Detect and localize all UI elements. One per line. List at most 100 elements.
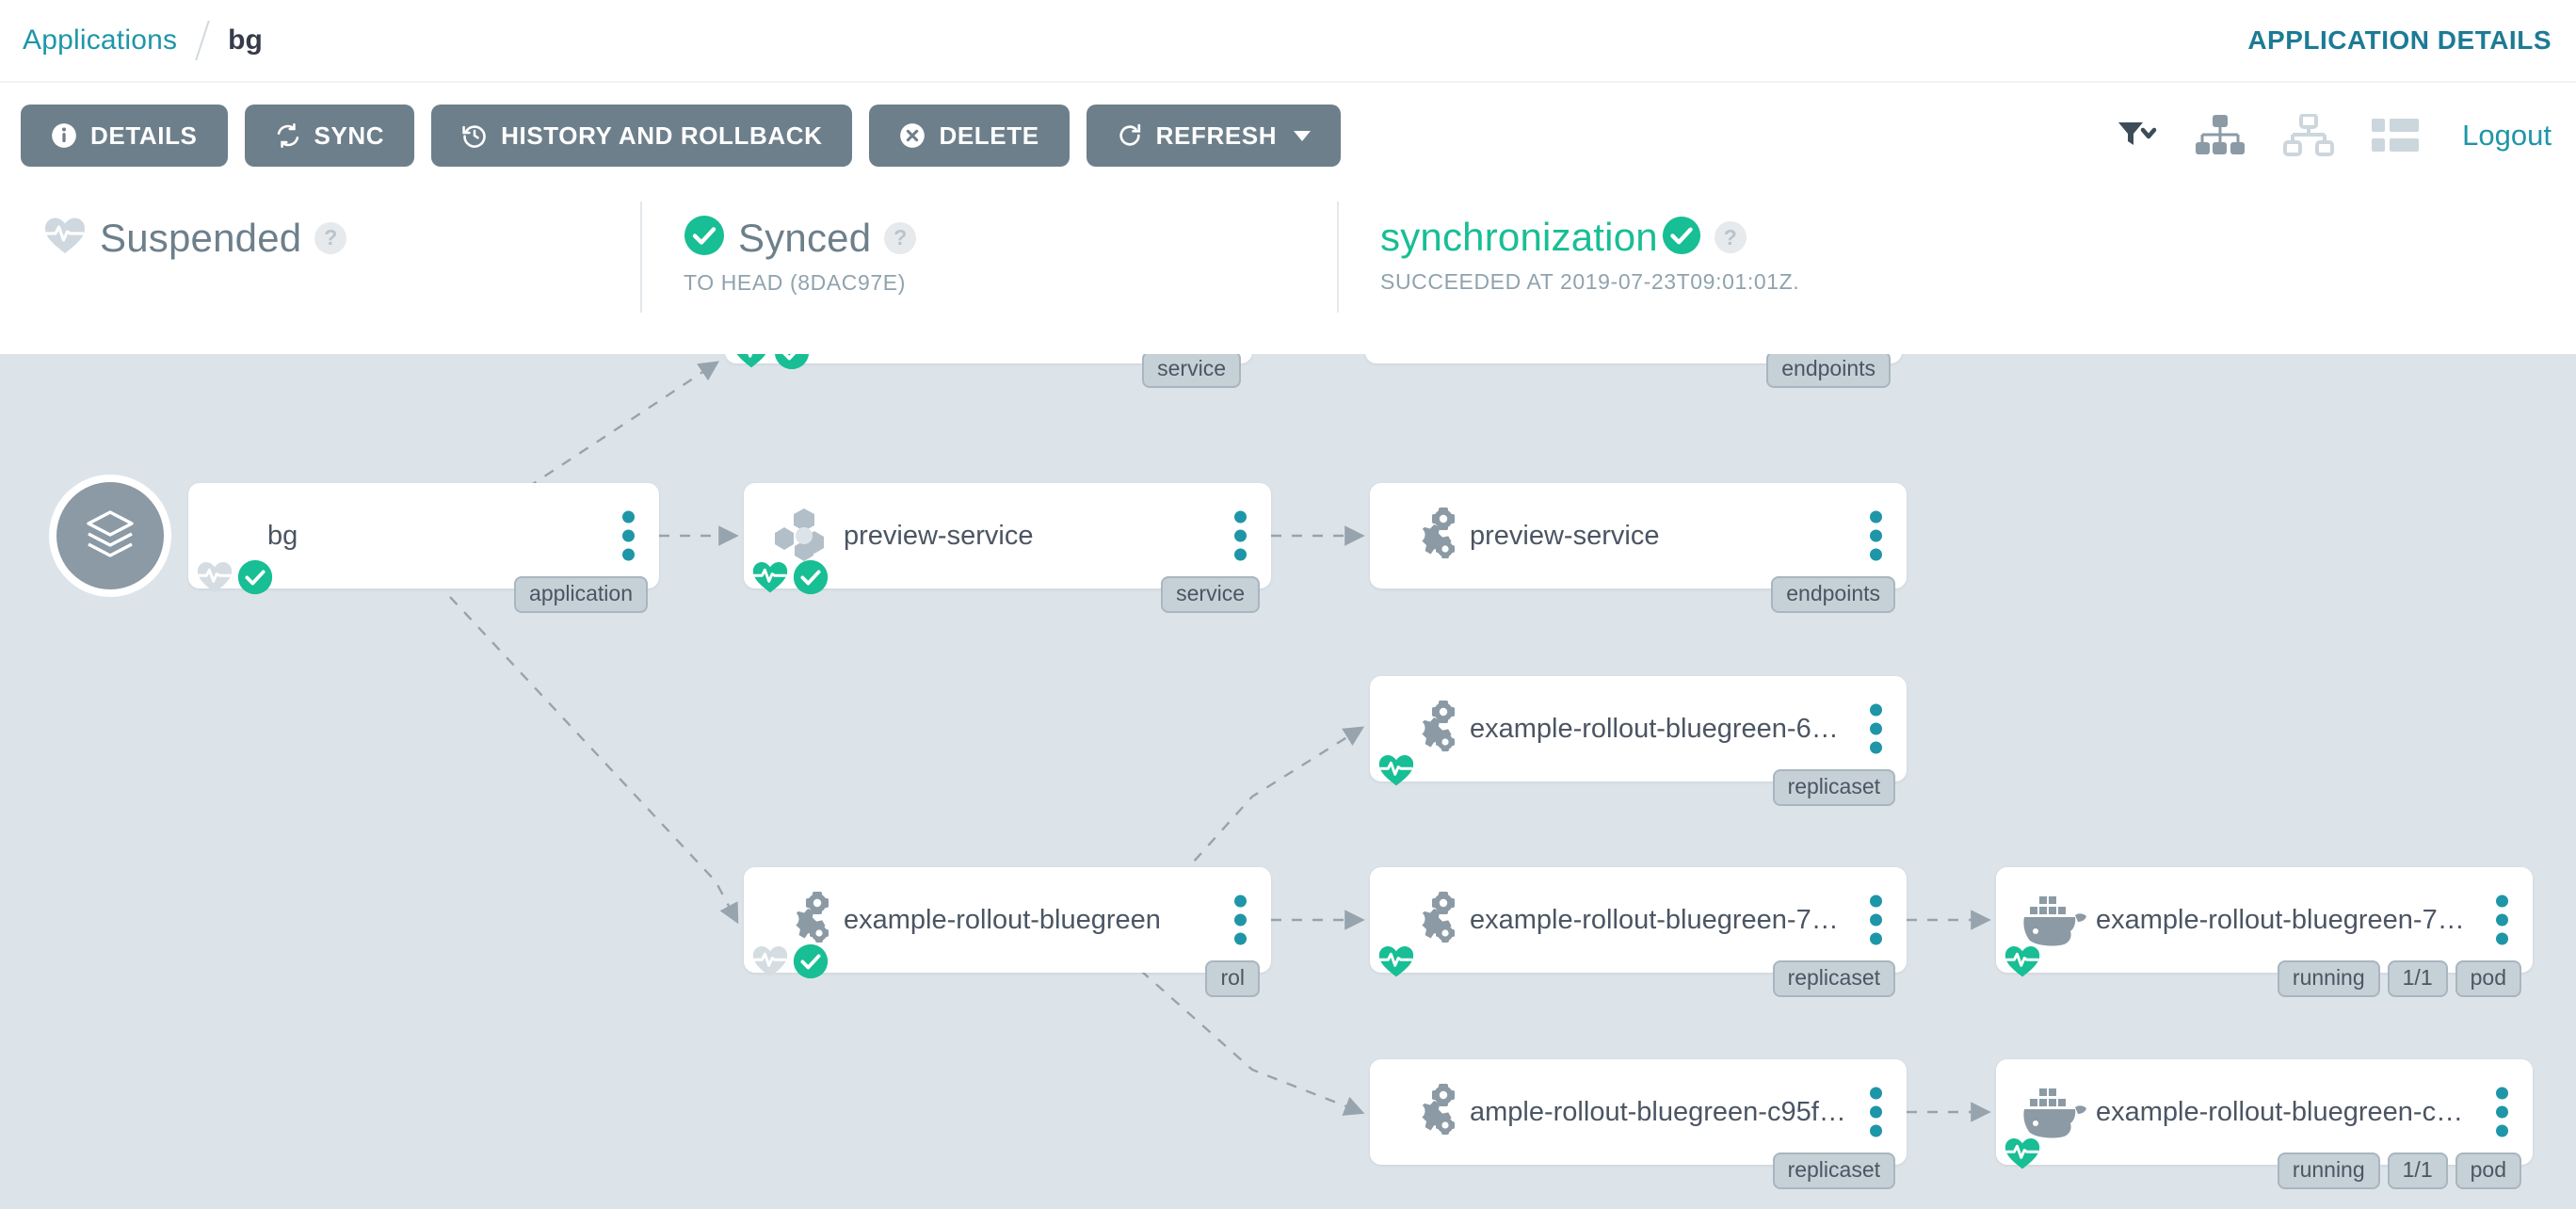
sync-arrows-icon — [275, 122, 301, 149]
chevron-down-icon[interactable] — [1294, 130, 1312, 141]
check-circle-icon — [774, 354, 810, 375]
app-status-bar: Suspended ? Synced ? TO HEAD (8DAC97E) s… — [0, 188, 2576, 354]
sync-button-label: SYNC — [314, 121, 385, 150]
toolbar-view-controls: Logout — [2116, 114, 2552, 157]
graph-node-label: example-rollout-bluegreen-7d6cff7... — [2096, 904, 2472, 935]
application-root-icon[interactable] — [49, 475, 171, 597]
node-tag: replicaset — [1772, 960, 1895, 997]
node-menu-button[interactable] — [1870, 510, 1882, 561]
delete-button[interactable]: DELETE — [869, 105, 1070, 167]
operation-help-icon[interactable]: ? — [1714, 221, 1747, 253]
node-health-badges — [751, 943, 829, 984]
action-toolbar: DETAILS SYNC HISTORY AND — [0, 83, 2576, 188]
sync-help-icon[interactable]: ? — [884, 221, 917, 254]
operation-status-subtitle: SUCCEEDED AT 2019-07-23T09:01:01Z. — [1380, 269, 1800, 294]
breadcrumb-current-app: bg — [228, 24, 263, 56]
node-tag-group: application — [514, 576, 648, 613]
health-help-icon[interactable]: ? — [314, 221, 347, 254]
logout-link[interactable]: Logout — [2462, 119, 2552, 152]
node-menu-button[interactable] — [2496, 895, 2508, 945]
node-tag: pod — [2455, 960, 2521, 997]
node-menu-button[interactable] — [1870, 703, 1882, 754]
resource-tree-graph[interactable]: service endpoints bg application preview-ser… — [0, 354, 2576, 1209]
node-tag: service — [1142, 354, 1241, 388]
node-menu-button[interactable] — [2496, 1087, 2508, 1137]
gears-icon — [1391, 699, 1470, 759]
node-menu-button[interactable] — [1234, 510, 1247, 561]
check-circle-icon — [793, 943, 829, 984]
graph-node-replicaset[interactable]: example-rollout-bluegreen-7d6cff7...repl… — [1370, 867, 1907, 997]
node-tag: replicaset — [1772, 769, 1895, 806]
graph-node-replicaset[interactable]: ample-rollout-bluegreen-c95f44...replica… — [1370, 1059, 1907, 1189]
graph-node-label: example-rollout-bluegreen-c95f44... — [2096, 1096, 2472, 1127]
node-tag: application — [514, 576, 648, 613]
node-health-badges — [196, 559, 273, 600]
node-tag: pod — [2455, 1153, 2521, 1189]
heartbeat-icon — [1377, 752, 1415, 793]
refresh-button-label: REFRESH — [1155, 121, 1278, 150]
node-menu-button[interactable] — [1870, 895, 1882, 945]
graph-node-service[interactable]: service — [725, 354, 1252, 388]
graph-node-label: preview-service — [844, 520, 1034, 551]
list-view-icon[interactable] — [2372, 117, 2420, 154]
application-details-label[interactable]: APPLICATION DETAILS — [2247, 25, 2552, 55]
node-tag: endpoints — [1771, 576, 1895, 613]
check-circle-icon — [684, 215, 725, 261]
graph-node-replicaset[interactable]: example-rollout-bluegreen-6d89d6...repli… — [1370, 676, 1907, 806]
history-and-rollback-button[interactable]: HISTORY AND ROLLBACK — [431, 105, 853, 167]
service-icon — [765, 505, 844, 567]
node-tag-group: endpoints — [1766, 354, 1891, 388]
details-button[interactable]: DETAILS — [21, 105, 228, 167]
heartbeat-icon — [751, 943, 789, 984]
node-tag: service — [1161, 576, 1260, 613]
gears-icon — [1391, 506, 1470, 566]
history-clock-icon — [461, 122, 488, 149]
gears-icon — [765, 890, 844, 950]
gears-icon — [1391, 1082, 1470, 1142]
node-health-badges — [2004, 943, 2041, 984]
graph-node-endpoints[interactable]: preview-service endpoints — [1370, 483, 1907, 613]
graph-node-service[interactable]: preview-service service — [744, 483, 1271, 613]
heartbeat-icon — [43, 215, 87, 261]
graph-node-label: example-rollout-bluegreen — [844, 904, 1161, 935]
heartbeat-icon — [196, 559, 233, 600]
check-circle-icon — [793, 559, 829, 600]
toolbar-button-group: DETAILS SYNC HISTORY AND — [21, 105, 1342, 167]
node-menu-button[interactable] — [1234, 895, 1247, 945]
node-health-badges — [2004, 1136, 2041, 1176]
node-tag-group: service — [1161, 576, 1260, 613]
refresh-button[interactable]: REFRESH — [1086, 105, 1342, 167]
breadcrumb: Applications bg — [23, 21, 263, 60]
graph-node-application[interactable]: bg application — [188, 483, 659, 613]
graph-node-endpoints[interactable]: endpoints — [1365, 354, 1902, 388]
node-health-badges — [751, 559, 829, 600]
history-button-label: HISTORY AND ROLLBACK — [501, 121, 823, 150]
tree-view-icon[interactable] — [2195, 114, 2246, 157]
delete-button-label: DELETE — [939, 121, 1039, 150]
operation-status-title: synchronization — [1380, 215, 1658, 259]
refresh-arrow-icon — [1117, 122, 1143, 149]
node-health-badges — [733, 354, 810, 375]
graph-node-pod[interactable]: example-rollout-bluegreen-c95f44... runni… — [1996, 1059, 2533, 1189]
filter-icon[interactable] — [2116, 117, 2157, 154]
node-tag: running — [2277, 1153, 2380, 1189]
network-view-icon[interactable] — [2283, 114, 2335, 157]
delete-x-circle-icon — [899, 122, 926, 149]
node-tag: 1/1 — [2387, 960, 2448, 997]
breadcrumb-applications-link[interactable]: Applications — [23, 24, 178, 56]
node-tag: 1/1 — [2387, 1153, 2448, 1189]
node-tag-group: replicaset — [1772, 769, 1895, 806]
health-status-title: Suspended — [100, 215, 302, 260]
graph-node-label: bg — [267, 520, 298, 551]
node-menu-button[interactable] — [622, 510, 635, 561]
node-health-badges — [1377, 943, 1415, 984]
sync-button[interactable]: SYNC — [244, 105, 415, 167]
heartbeat-icon — [733, 354, 770, 375]
graph-node-pod[interactable]: example-rollout-bluegreen-7d6cff7... runn… — [1996, 867, 2533, 997]
heartbeat-icon — [1377, 943, 1415, 984]
node-menu-button[interactable] — [1870, 1087, 1882, 1137]
graph-node-label: preview-service — [1470, 520, 1660, 551]
